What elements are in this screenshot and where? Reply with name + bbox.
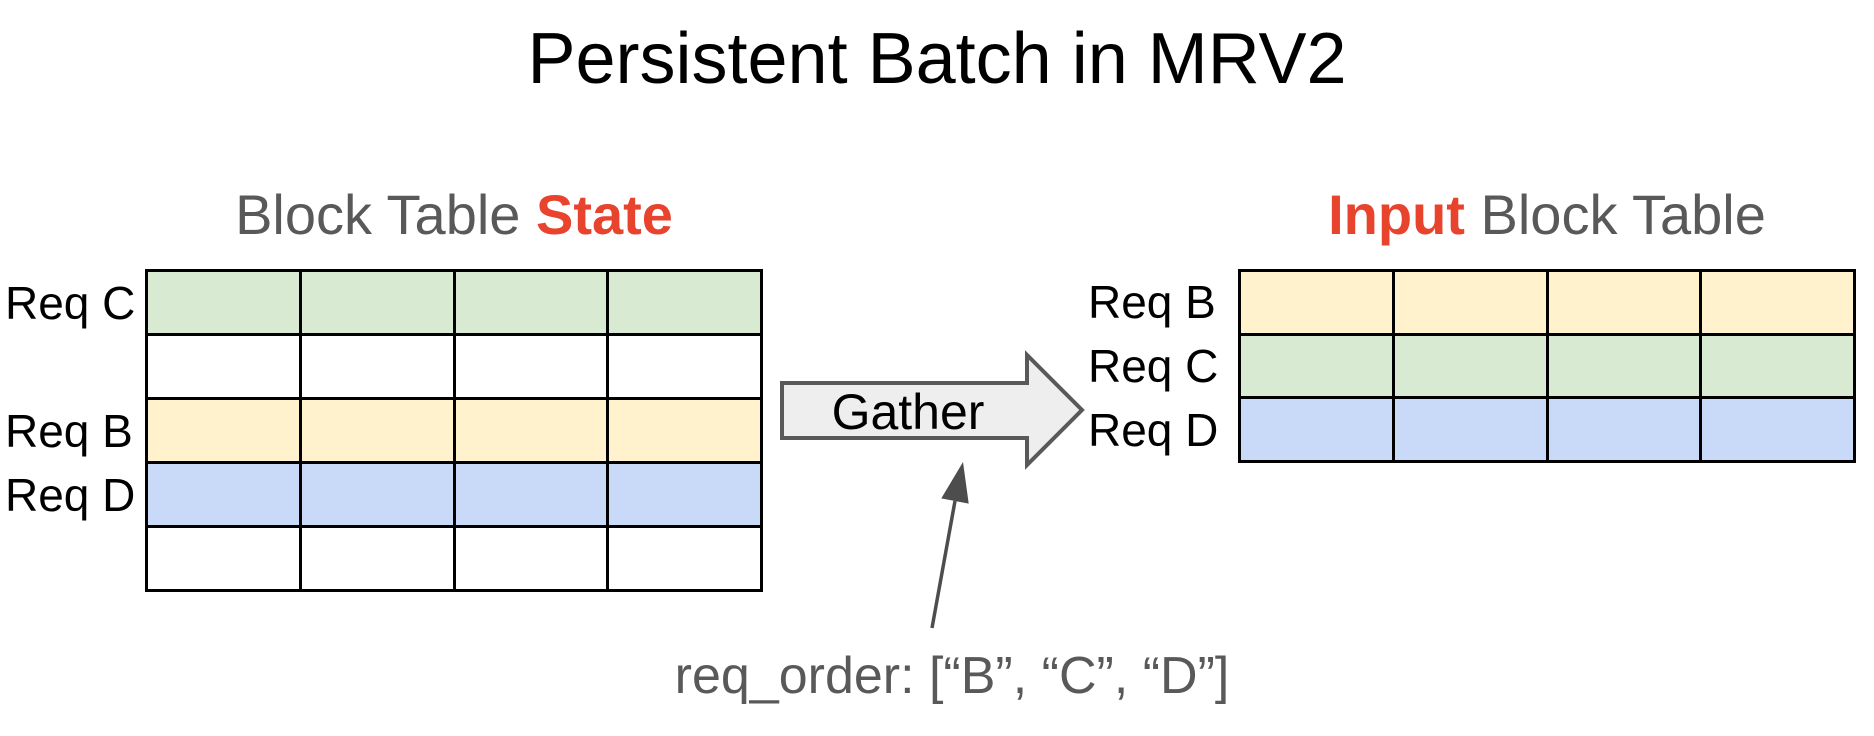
table-cell [1548, 335, 1700, 397]
table-cell [455, 336, 607, 397]
table-cell [1702, 272, 1853, 333]
left-heading-normal-text: Block Table [235, 183, 536, 246]
table-cell [301, 400, 453, 461]
table-cell [455, 528, 607, 589]
table-cell [1548, 272, 1700, 333]
table-cell [148, 272, 299, 333]
input-table-row-labels: Req B Req C Req D [1088, 269, 1219, 463]
row-label: Req B [1088, 276, 1216, 329]
right-heading-highlight-text: Input [1328, 183, 1465, 246]
row-label: Req C [1088, 340, 1219, 392]
pointer-arrow-head-icon [941, 462, 969, 504]
row-label: Req C [5, 276, 136, 329]
row-label: Req B [5, 404, 133, 457]
table-cell [301, 272, 453, 333]
gather-label: Gather [832, 384, 985, 440]
input-block-table [1238, 269, 1856, 463]
row-label: Req D [1088, 403, 1219, 456]
table-cell [1394, 335, 1546, 397]
table-cell [148, 528, 299, 589]
table-cell [609, 464, 760, 525]
table-cell [1241, 272, 1392, 333]
table-cell [1241, 335, 1392, 397]
table-cell [1702, 399, 1853, 460]
table-cell [148, 400, 299, 461]
slide-title: Persistent Batch in MRV2 [527, 19, 1347, 99]
right-heading-normal-text: Block Table [1464, 183, 1766, 246]
left-table-row-labels: Req C Req B Req D [5, 269, 140, 592]
table-cell [1548, 399, 1700, 460]
pointer-arrow-line [930, 500, 957, 629]
right-table-heading: Input Block Table [1238, 182, 1856, 247]
table-cell [455, 464, 607, 525]
table-cell [1394, 399, 1546, 460]
gather-arrow-graphic: Gather [780, 350, 1085, 629]
table-cell [301, 528, 453, 589]
table-cell [609, 272, 760, 333]
table-cell [1241, 399, 1392, 460]
table-cell [609, 400, 760, 461]
table-cell [609, 528, 760, 589]
table-cell [148, 464, 299, 525]
left-table-heading: Block Table State [145, 182, 763, 247]
block-table-state [145, 269, 763, 592]
table-cell [455, 272, 607, 333]
req-order-annotation: req_order: [“B”, “C”, “D”] [674, 647, 1230, 705]
left-heading-highlight-text: State [535, 183, 673, 246]
table-cell [609, 336, 760, 397]
table-cell [1702, 335, 1853, 397]
gather-arrow-icon [780, 350, 1085, 470]
row-label: Req D [5, 468, 136, 521]
table-cell [1394, 272, 1546, 333]
table-cell [301, 464, 453, 525]
table-cell [455, 400, 607, 461]
table-cell [301, 336, 453, 397]
table-cell [148, 336, 299, 397]
